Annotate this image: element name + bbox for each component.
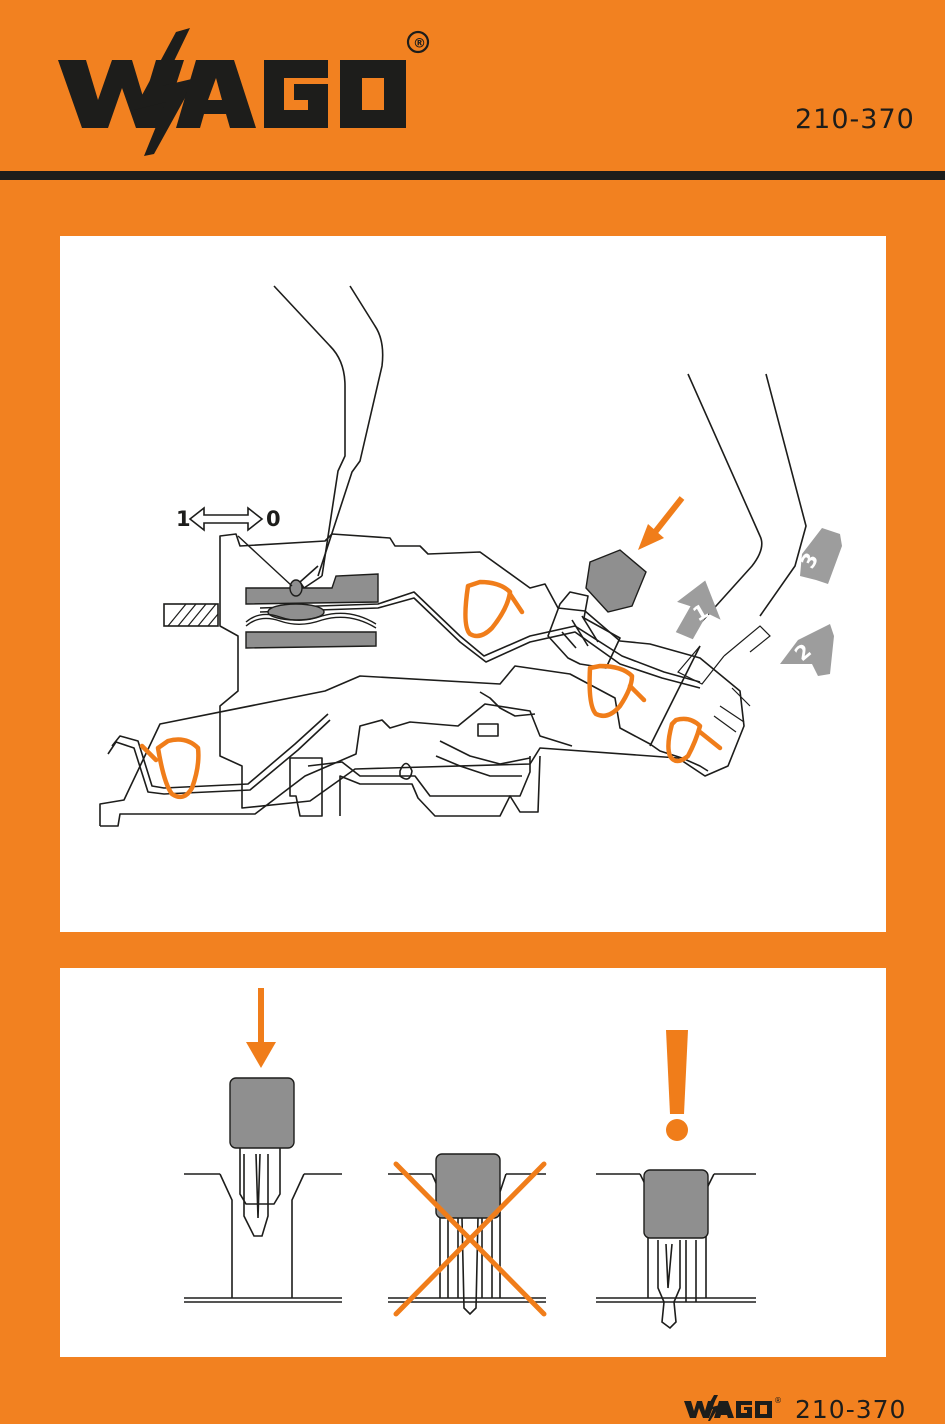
plug-insertion-diagram [184,988,756,1330]
double-arrow-icon [188,506,264,532]
registered-mark-small: ® [774,1396,782,1405]
switch-position-label: 1 0 [176,506,293,587]
din-rail-end-hatch-icon [163,603,219,627]
plug-module-icon [585,549,647,613]
plug-body-2 [435,1153,501,1219]
plug-above-socket-figure [184,1146,342,1303]
terminal-block-diagram: 1 2 3 1 0 [99,285,842,827]
step-2-arrow-icon: 2 [780,624,834,676]
registered-mark: ® [413,37,426,52]
step-1-arrow-icon: 1 [675,580,721,640]
wago-logo: ® [58,28,430,156]
switch-on-label: 1 [176,507,191,531]
plug-body-1 [229,1077,295,1149]
exclamation-mark-icon [666,1030,688,1141]
right-screwdriver-icon [649,373,807,747]
header-divider [0,171,945,180]
conductor-icon [677,625,771,733]
cage-clamp-spring-icons [139,579,723,800]
isolating-switch-icon [245,573,379,649]
insert-arrow-icon [638,496,685,550]
document-number: 210-370 [795,104,915,135]
down-arrow-icon [246,988,276,1068]
plug-body-3 [643,1169,709,1239]
switch-off-label: 0 [266,507,281,531]
wago-logo-small: ® [684,1395,782,1421]
plug-insertion-panel [60,968,886,1357]
document-number-footer: 210-370 [795,1395,907,1424]
terminal-block-illustration-panel: 1 2 3 1 0 [60,236,886,932]
cross-out-icon [393,1161,547,1317]
